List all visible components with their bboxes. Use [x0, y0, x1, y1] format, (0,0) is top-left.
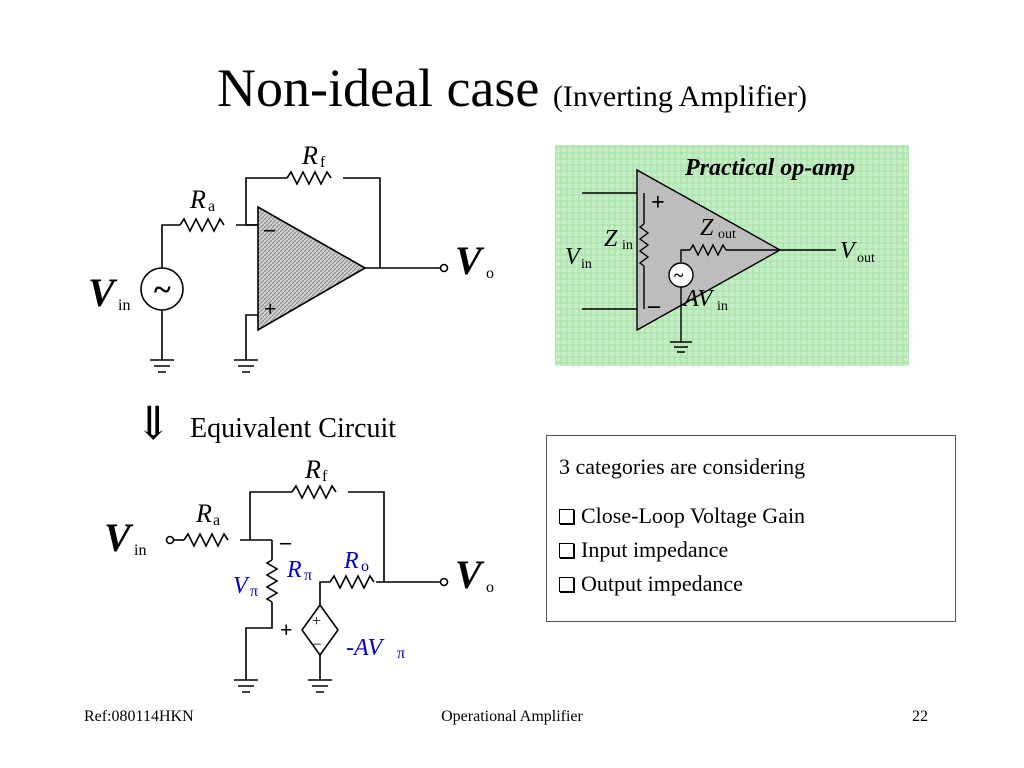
checkbox-icon — [559, 542, 574, 558]
equivalent-circuit-labels: + – – + R f R a V in V o R π R o V π -AV… — [104, 455, 494, 662]
categories-heading: 3 categories are considering — [559, 454, 806, 479]
ro-resistor — [329, 574, 375, 590]
vo-terminal — [439, 263, 449, 273]
bottom-vo-sub: o — [486, 579, 494, 596]
opamp-triangle — [257, 205, 367, 332]
bottom-vo-label: V — [455, 552, 485, 597]
gain-sub: π — [397, 645, 405, 662]
category-text: Output impedance — [581, 571, 743, 596]
title-subtitle: (Inverting Amplifier) — [552, 80, 807, 113]
dep-source-plus: + — [312, 613, 321, 630]
top-rf-label: R — [301, 141, 318, 170]
vpi-sub: π — [250, 583, 258, 600]
bottom-vo-terminal — [439, 577, 449, 587]
title-main: Non-ideal case — [217, 58, 540, 118]
practical-zin-sub: in — [622, 238, 633, 253]
bottom-minus-sign: – — [279, 529, 292, 554]
practical-minus: – — [647, 293, 661, 319]
practical-avin-label: AV — [682, 286, 714, 312]
bottom-vin-label: V — [104, 515, 134, 560]
practical-zout-label: Z — [700, 215, 714, 241]
bottom-rf-resistor — [291, 484, 337, 500]
practical-vout-label: V — [840, 238, 857, 264]
checkbox-icon — [559, 508, 574, 524]
ro-sub: o — [361, 558, 369, 575]
equivalent-circuit — [165, 484, 449, 693]
practical-vout-sub: out — [857, 251, 875, 266]
category-text: Input impedance — [581, 537, 729, 562]
bottom-ra-sub: a — [213, 512, 220, 529]
top-rf-sub: f — [320, 154, 326, 171]
rpi-label: R — [286, 557, 302, 583]
dep-source-minus: – — [312, 635, 322, 652]
equivalent-circuit-label: Equivalent Circuit — [190, 413, 397, 444]
ra-resistor — [179, 217, 225, 233]
top-vin-sub: in — [118, 297, 130, 314]
ro-label: R — [343, 548, 359, 574]
list-item: Close-Loop Voltage Gain — [559, 499, 805, 533]
bottom-vin-terminal — [165, 535, 175, 545]
practical-avin-sub: in — [717, 299, 728, 314]
top-inverting-circuit — [140, 170, 449, 373]
practical-zin-label: Z — [604, 226, 618, 252]
bottom-rf-label: R — [304, 455, 321, 484]
down-arrow-icon: ⇓ — [134, 398, 173, 449]
top-vo-sub: o — [486, 265, 494, 282]
footer-topic: Operational Amplifier — [441, 708, 583, 725]
top-minus-sign: – — [263, 216, 276, 241]
category-text: Close-Loop Voltage Gain — [581, 503, 806, 528]
source-tilde: ~ — [154, 271, 171, 307]
categories-list: Close-Loop Voltage Gain Input impedance … — [559, 499, 805, 601]
practical-zout-sub: out — [718, 227, 736, 242]
bottom-ra-label: R — [195, 499, 212, 528]
categories-box: 3 categories are considering Close-Loop … — [546, 435, 956, 622]
bottom-ra-resistor — [183, 532, 229, 548]
top-ra-label: R — [189, 185, 206, 214]
top-vo-label: V — [455, 238, 485, 283]
footer-page-number: 22 — [912, 708, 928, 725]
list-item: Input impedance — [559, 533, 805, 567]
checkbox-icon — [559, 576, 574, 592]
top-circuit-labels: ~ – + R f R a V in V o — [88, 141, 494, 321]
top-vin-label: V — [88, 270, 118, 315]
top-ra-sub: a — [208, 198, 215, 215]
zout-resistor — [689, 243, 727, 257]
bottom-rf-sub: f — [322, 468, 328, 485]
practical-title: Practical op-amp — [684, 155, 855, 181]
vpi-label: V — [233, 573, 250, 599]
rf-resistor — [286, 170, 332, 186]
practical-tilde: ~ — [674, 265, 684, 285]
bottom-vin-sub: in — [134, 542, 146, 559]
rpi-sub: π — [304, 567, 312, 584]
practical-opamp-panel: Practical op-amp + – ~ Z in Z out V in V… — [555, 145, 909, 366]
slide-title: Non-ideal case (Inverting Amplifier) — [0, 58, 1024, 127]
rpi-resistor — [265, 559, 279, 603]
footer-ref: Ref:080114HKN — [84, 708, 194, 725]
gain-label: -AV — [346, 635, 384, 661]
practical-opamp-triangle — [636, 168, 782, 332]
practical-vin-sub: in — [581, 257, 592, 272]
list-item: Output impedance — [559, 567, 805, 601]
practical-vin-label: V — [565, 244, 582, 270]
practical-plus: + — [651, 190, 665, 216]
top-plus-sign: + — [264, 296, 277, 321]
zin-resistor — [638, 223, 650, 267]
bottom-plus-sign: + — [280, 617, 293, 642]
